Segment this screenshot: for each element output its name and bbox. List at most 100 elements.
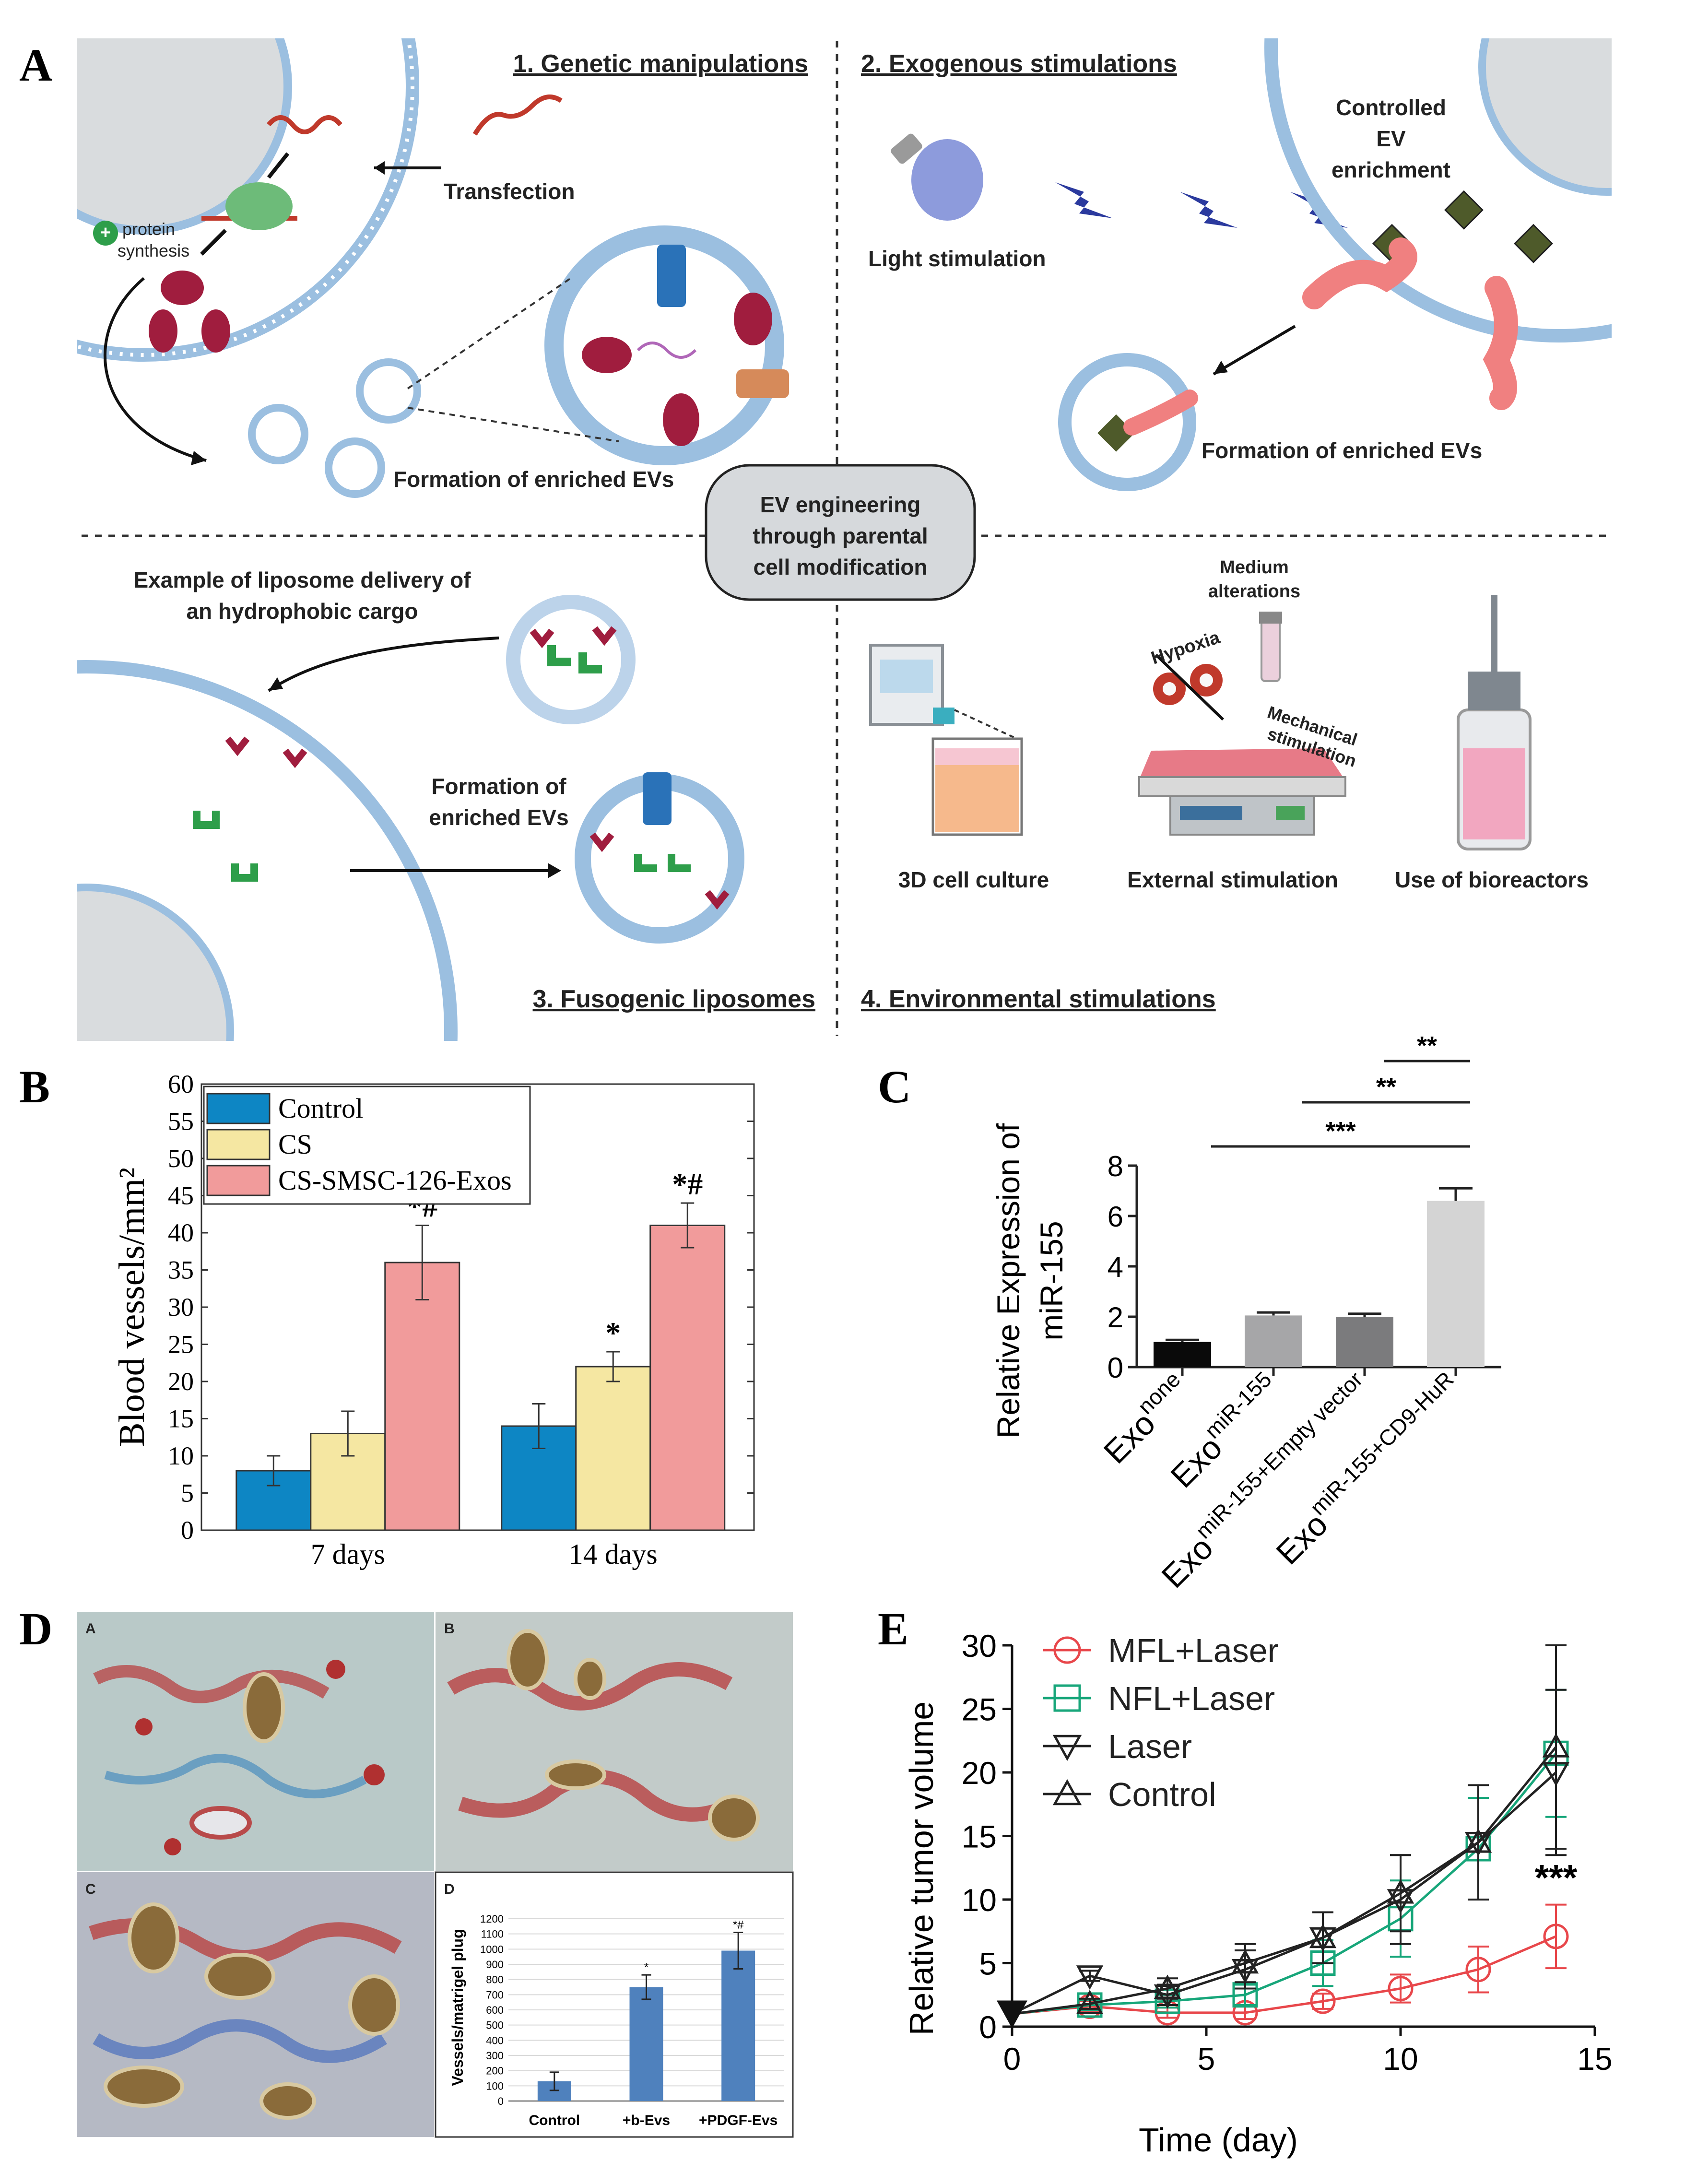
chart-d-ytick-label: 500 <box>486 2019 504 2031</box>
q4-title: 4. Environmental stimulations <box>861 985 1216 1013</box>
center-line-1: EV engineering <box>760 492 921 517</box>
q2-ev-label: EV <box>1376 126 1406 151</box>
chart-b-legend-swatch <box>206 1129 271 1160</box>
chart-d-ytick-label: 700 <box>486 1989 504 2001</box>
chart-d-xtick-label: +b-Evs <box>623 2113 670 2128</box>
q4-medium-label: Medium <box>1220 557 1289 578</box>
chart-e-marker <box>1543 1924 1569 1949</box>
chart-c-significance: ******* <box>1211 1031 1470 1148</box>
chart-b-ytick-label: 15 <box>168 1405 194 1433</box>
panel-letter-a: A <box>19 39 53 91</box>
center-line-2: through parental <box>753 523 928 548</box>
chart-e-marker <box>1310 1988 1336 2014</box>
q4-bioreactors-label: Use of bioreactors <box>1395 867 1589 892</box>
chart-b-ytick-label: 30 <box>168 1293 194 1322</box>
chart-b-bar <box>575 1366 651 1531</box>
q3-formation-line-2: enriched EVs <box>429 805 568 830</box>
q1-transfection-label: Transfection <box>444 179 575 204</box>
q4-environment-icons <box>869 595 1532 850</box>
chart-e-ytick-label: 0 <box>979 2009 997 2045</box>
chart-d-ytick-label: 1000 <box>480 1943 504 1955</box>
chart-b-ytick-label: 45 <box>168 1181 194 1210</box>
chart-b-ytick-label: 10 <box>168 1441 194 1470</box>
chart-d-ytick-label: 400 <box>486 2034 504 2046</box>
chart-d-ytick-label: 200 <box>486 2065 504 2077</box>
chart-e-marker <box>1465 1957 1491 1983</box>
q2-enrichment-label: enrichment <box>1332 157 1450 182</box>
q3-title: 3. Fusogenic liposomes <box>533 985 815 1013</box>
chart-b-significance: * <box>605 1316 621 1350</box>
panel-letter-c: C <box>878 1061 911 1112</box>
chart-e-marker <box>1076 1965 1104 1990</box>
chart-e-marker <box>1387 1879 1414 1904</box>
chart-b-legend-swatch <box>206 1165 271 1196</box>
q2-title: 2. Exogenous stimulations <box>861 50 1177 78</box>
panel-letter-d: D <box>19 1603 53 1654</box>
chart-e-series-line <box>1012 1746 1557 2015</box>
chart-b-significance: *# <box>672 1167 703 1201</box>
chart-e-xtick-label: 5 <box>1198 2041 1215 2077</box>
panel-letter-e: E <box>878 1603 909 1654</box>
chart-e-marker <box>1154 1974 1181 1999</box>
chart-b-legend-label: CS-SMSC-126-Exos <box>278 1165 512 1196</box>
chart-e-xtick-label: 15 <box>1577 2041 1612 2077</box>
chart-d-bar <box>721 1950 755 2101</box>
q3-example-line-2: an hydrophobic cargo <box>186 599 418 624</box>
q4-culture-label: 3D cell culture <box>898 867 1049 892</box>
chart-e-ytick-label: 25 <box>962 1692 997 1727</box>
micrograph-b: B <box>436 1612 793 1871</box>
chart-e-marker <box>1231 1949 1259 1974</box>
chart-d-bars: **# <box>537 1919 755 2101</box>
q1-formation-label: Formation of enriched EVs <box>393 467 674 492</box>
chart-c-bar <box>1427 1201 1485 1367</box>
q2-stimulation-icons <box>891 38 1612 491</box>
chart-d-ytick-label: 800 <box>486 1974 504 1986</box>
chart-e-xtick-label: 0 <box>1003 2041 1021 2077</box>
chart-e-ytick-label: 20 <box>962 1755 997 1791</box>
chart-e-series-line <box>1012 1935 1556 2015</box>
chart-e-ytick-label: 30 <box>962 1628 997 1664</box>
chart-e-ytick-label: 10 <box>962 1882 997 1918</box>
q3-formation-line-1: Formation of <box>431 774 566 799</box>
chart-b-ytick-label: 55 <box>168 1107 194 1136</box>
chart-b-bar <box>384 1262 460 1531</box>
q3-liposome-icons <box>77 595 744 1041</box>
micrograph-b-label: B <box>444 1621 455 1637</box>
chart-c-category-label: ExomiR-155+CD9-HuR <box>1265 1367 1470 1571</box>
q2-light-label: Light stimulation <box>868 246 1046 271</box>
center-box <box>705 464 976 601</box>
svg-text:+: + <box>100 223 111 243</box>
chart-b-ytick-label: 35 <box>168 1256 194 1285</box>
chart-e-legend-label: Control <box>1108 1776 1216 1813</box>
q2-controlled-label: Controlled <box>1336 95 1446 120</box>
chart-d-ytick-label: 600 <box>486 2004 504 2016</box>
chart-b-legend-swatch <box>206 1093 271 1124</box>
chart-e-ylabel: Relative tumor volume <box>903 1701 940 2035</box>
chart-e-marker <box>1464 1828 1492 1853</box>
chart-c-bar <box>1154 1342 1211 1367</box>
chart-c-sig-label: ** <box>1376 1073 1396 1101</box>
chart-b-ylabel: Blood vessels/mm² <box>112 1168 152 1447</box>
chart-e-marker <box>1309 1924 1337 1948</box>
chart-d-ytick-label: 0 <box>498 2095 504 2107</box>
center-line-3: cell modification <box>754 555 928 579</box>
chart-b-ytick-label: 5 <box>181 1479 194 1508</box>
chart-e-marker <box>1052 1735 1082 1761</box>
chart-e-marker <box>1053 1636 1081 1664</box>
chart-e-xlabel: Time (day) <box>1139 2121 1298 2159</box>
chart-b-ytick-label: 50 <box>168 1144 194 1173</box>
chart-b-ytick-label: 40 <box>168 1218 194 1247</box>
chart-d-ylabel: Vessels/matrigel plug <box>449 1929 466 2086</box>
q1-protein-label: protein <box>122 219 175 239</box>
chart-d-significance: *# <box>733 1919 744 1932</box>
q4-hypoxia-label: Hypoxia <box>1149 627 1223 669</box>
q1-synthesis-label: synthesis <box>118 241 189 260</box>
chart-c-ylabel-line-1: Relative Expression of <box>990 1123 1026 1438</box>
chart-e-series-line <box>1012 1752 1557 2015</box>
